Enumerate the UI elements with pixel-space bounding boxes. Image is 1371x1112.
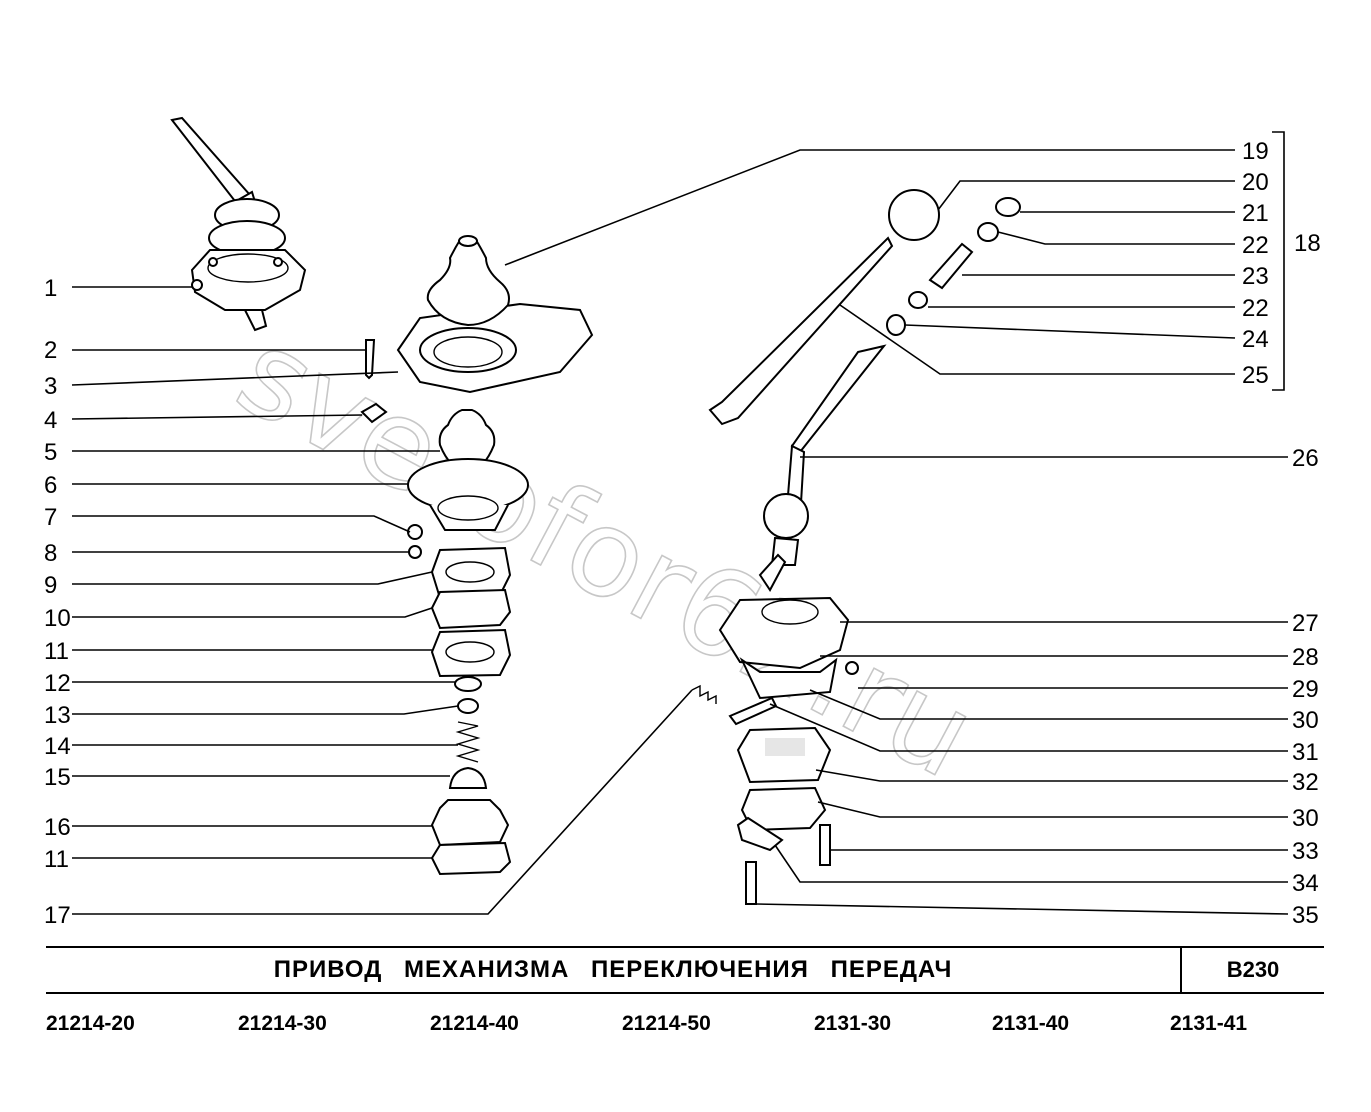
- callout-5: 5: [44, 439, 57, 466]
- callout-8: 8: [44, 540, 57, 567]
- callout-19: 19: [1242, 138, 1269, 165]
- callout-29: 29: [1292, 676, 1319, 703]
- callout-6: 6: [44, 472, 57, 499]
- model-code: 2131-41: [1170, 1012, 1248, 1035]
- model-code: 2131-40: [992, 1012, 1070, 1035]
- model-code: 21214-30: [238, 1012, 327, 1035]
- callout-12: 12: [44, 670, 71, 697]
- callout-24: 24: [1242, 326, 1269, 353]
- callout-22a: 22: [1242, 232, 1269, 259]
- model-code: 21214-50: [622, 1012, 711, 1035]
- callout-2: 2: [44, 337, 57, 364]
- watermark: svetofor62.ru: [216, 303, 996, 806]
- model-code: 21214-40: [430, 1012, 519, 1035]
- callout-32: 32: [1292, 769, 1319, 796]
- callout-26: 26: [1292, 445, 1319, 472]
- callout-18: 18: [1294, 230, 1321, 257]
- left-leaders: [71, 286, 693, 915]
- callout-14: 14: [44, 733, 71, 760]
- callout-22b: 22: [1242, 295, 1269, 322]
- right-callouts: 19 20 21 22 23 22 24 25 18 26 27 28 29 3…: [1242, 138, 1321, 929]
- left-callouts: 1 2 3 4 5 6 7 8 9 10 11 12 13 14 15 16 1…: [44, 275, 71, 929]
- callout-16: 16: [44, 814, 71, 841]
- callout-27: 27: [1292, 610, 1319, 637]
- callout-1: 1: [44, 275, 57, 302]
- callout-20: 20: [1242, 169, 1269, 196]
- page-title: ПРИВОД МЕХАНИЗМА ПЕРЕКЛЮЧЕНИЯ ПЕРЕДАЧ: [273, 956, 953, 983]
- callout-33: 33: [1292, 838, 1319, 865]
- callout-4: 4: [44, 407, 57, 434]
- callout-11b: 11: [44, 846, 69, 873]
- callout-21: 21: [1242, 200, 1269, 227]
- callout-35: 35: [1292, 902, 1319, 929]
- callout-23: 23: [1242, 263, 1269, 290]
- page-code: B230: [1226, 957, 1280, 982]
- callout-31: 31: [1292, 739, 1319, 766]
- callout-34: 34: [1292, 870, 1319, 897]
- callout-28: 28: [1292, 644, 1319, 671]
- boot-and-cover: [396, 235, 594, 394]
- callout-11a: 11: [44, 638, 69, 665]
- model-list: 21214-20 21214-30 21214-40 21214-50 2131…: [46, 1012, 1324, 1046]
- callout-7: 7: [44, 504, 57, 531]
- model-code: 21214-20: [46, 1012, 135, 1035]
- callout-30a: 30: [1292, 707, 1319, 734]
- callout-25: 25: [1242, 362, 1269, 389]
- title-bar: ПРИВОД МЕХАНИЗМА ПЕРЕКЛЮЧЕНИЯ ПЕРЕДАЧ B2…: [46, 946, 1324, 994]
- callout-30b: 30: [1292, 805, 1319, 832]
- callout-13: 13: [44, 702, 71, 729]
- right-leaders: [504, 131, 1289, 915]
- model-code: 2131-30: [814, 1012, 892, 1035]
- left-assembly: [170, 116, 307, 332]
- title-divider: [1180, 948, 1182, 992]
- callout-15: 15: [44, 764, 71, 791]
- callout-9: 9: [44, 572, 57, 599]
- callout-10: 10: [44, 605, 71, 632]
- callout-3: 3: [44, 373, 57, 400]
- callout-17: 17: [44, 902, 71, 929]
